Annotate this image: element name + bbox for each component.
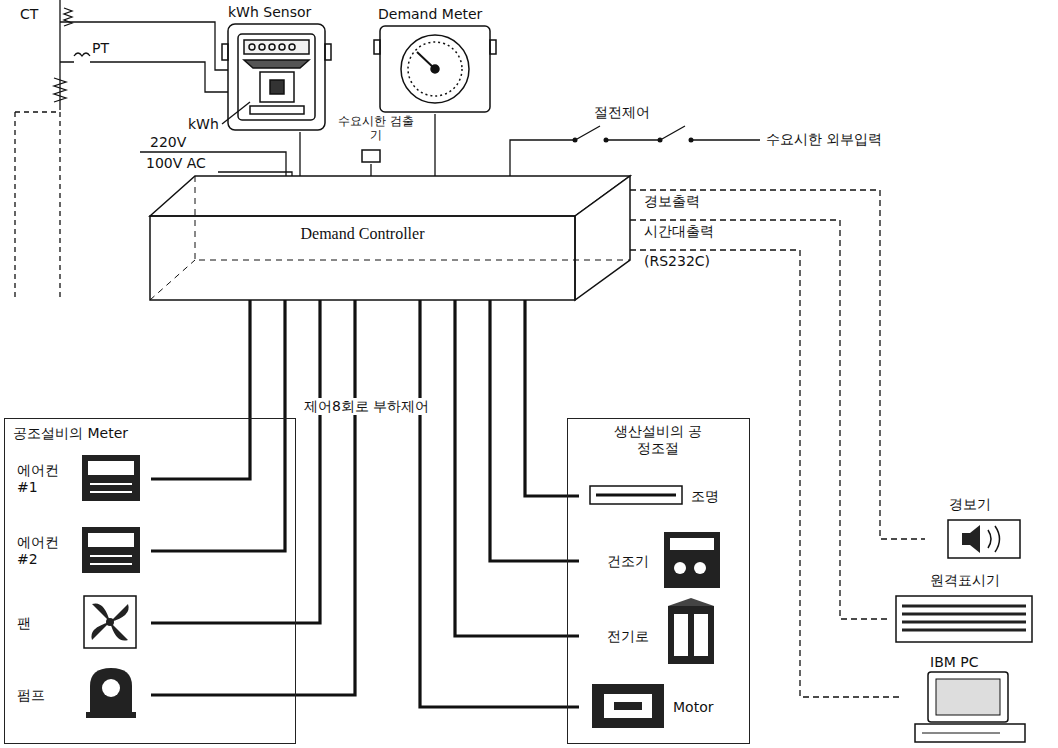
group-box: 생산설비의 공정조절조명건조기전기로 Motor [567, 418, 750, 744]
remote-display-icon [896, 596, 1032, 642]
alarm-icon [948, 520, 1020, 558]
annotation-label: kWh [188, 116, 219, 133]
signal-line [630, 190, 925, 539]
aircon-icon [82, 527, 140, 573]
ct-wire [60, 22, 228, 70]
kwh-sensor-figure [222, 24, 331, 130]
device-node: IBM PC [900, 652, 1032, 746]
fan-icon [84, 596, 136, 648]
signal-label: 시간대출력 [644, 223, 714, 240]
node-label: 조명 [691, 488, 719, 505]
annotation-label: 수요시한 외부입력 [766, 131, 882, 148]
node-label: Demand Meter [378, 6, 482, 23]
load-item: 펌프 [11, 665, 151, 725]
group-title: 공조설비의 Meter [13, 425, 128, 442]
load-item: 에어컨 #1 [11, 449, 151, 509]
input-wire [299, 132, 300, 176]
dashed-feeder [15, 112, 60, 300]
node-label: 전기로 [607, 628, 649, 645]
box-side [575, 176, 630, 300]
node-label: 건조기 [607, 553, 649, 570]
pt-wire [60, 62, 228, 92]
transformer-symbol [54, 78, 66, 102]
load-item: 에어컨 #2 [11, 521, 151, 581]
annotation-label: 100V AC [146, 155, 206, 172]
contact-dots [573, 138, 694, 143]
node-label: Motor [673, 699, 713, 716]
box-front [150, 216, 575, 300]
annotation-label: 220V [150, 134, 186, 151]
hidden-edge [150, 176, 630, 300]
detector-box [362, 150, 380, 162]
meter-node: Demand Meter [372, 4, 497, 114]
input-wire [370, 164, 371, 176]
power-wiring [15, 0, 760, 300]
annotation-label: 제어8회로 부하제어 [302, 398, 431, 415]
load-control-line [525, 300, 579, 496]
node-label: kWh Sensor [228, 4, 311, 21]
sensor-node: kWh Sensor [222, 2, 334, 132]
annotation-label: CT [20, 6, 38, 23]
node-label: 펌프 [17, 687, 69, 704]
signal-line [630, 220, 888, 619]
annotation-label: PT [92, 40, 109, 57]
pt-symbol [74, 53, 90, 56]
load-item: Motor [579, 679, 744, 735]
device-node: 원격표시기 [888, 570, 1036, 648]
load-control-line [455, 300, 579, 636]
load-control-line [420, 300, 579, 707]
demand-meter-figure [374, 26, 496, 112]
pump-icon [86, 668, 136, 718]
box-outline [150, 176, 630, 300]
node-label: 원격표시기 [930, 572, 1000, 589]
load-control-line [151, 300, 320, 623]
node-label: 에어컨 #2 [17, 534, 69, 568]
signal-line [630, 250, 900, 697]
pc-icon [915, 672, 1025, 742]
node-label: 에어컨 #1 [17, 462, 69, 496]
aircon-icon [82, 455, 140, 501]
controller-box: Demand Controller [150, 176, 630, 300]
signal-label: 경보출력 [644, 193, 700, 210]
group-box: 공조설비의 Meter 에어컨 #1 에어컨 #2 팬펌프 [4, 418, 296, 744]
light-icon [590, 486, 682, 504]
motor-icon [592, 684, 664, 728]
annotation-label: 절전제어 [594, 104, 650, 121]
load-control-line [151, 300, 250, 479]
supply-line [218, 172, 292, 176]
detector-node: 수요시한 검출기 [338, 114, 420, 164]
device-node: 경보기 [925, 494, 1030, 564]
load-item: 건조기 [579, 529, 744, 593]
node-label: 경보기 [949, 496, 991, 513]
node-label: 수요시한 검출기 [338, 114, 414, 143]
signal-label: (RS232C) [644, 253, 710, 270]
load-item: 조명 [579, 479, 744, 513]
group-title: 생산설비의 공정조절 [612, 423, 704, 457]
node-label: IBM PC [930, 654, 978, 671]
load-control-line [151, 300, 285, 551]
input-wire [434, 114, 435, 176]
furnace-icon [668, 598, 714, 664]
switch-line [510, 126, 760, 176]
load-control-line [490, 300, 579, 561]
load-item: 전기로 [579, 605, 744, 667]
dryer-icon [664, 532, 720, 588]
load-item: 팬 [11, 593, 151, 653]
node-label: Demand Controller [301, 224, 425, 243]
node-label: 팬 [17, 615, 69, 632]
box-top [150, 176, 630, 216]
ct-symbol [64, 8, 72, 26]
load-control-line [151, 300, 355, 695]
